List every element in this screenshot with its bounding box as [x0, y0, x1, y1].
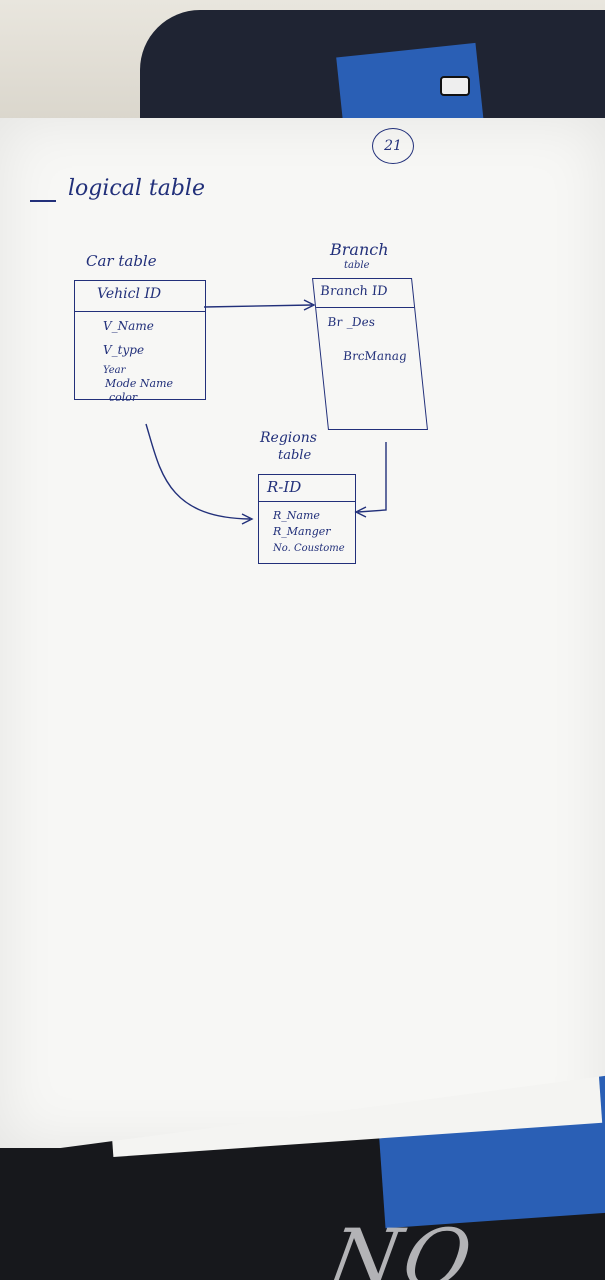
binder-clip-icon	[440, 76, 470, 96]
branch-to-regions-arrowhead	[354, 506, 367, 518]
car-field: V_Name	[103, 319, 154, 333]
page-number: 21	[372, 128, 414, 164]
car-table-key: Vehicl ID	[97, 286, 162, 302]
car-field: Mode Name	[105, 377, 174, 390]
car-to-branch-arrow	[203, 304, 313, 308]
car-field: V_type	[103, 343, 145, 357]
car-to-regions-arrowhead	[241, 513, 254, 525]
car-to-branch-arrowhead	[303, 299, 316, 311]
branch-to-regions-arrow	[357, 442, 387, 513]
car-to-regions-arrow	[145, 423, 251, 520]
car-field: Year	[103, 365, 126, 376]
regions-table-key: R-ID	[267, 478, 302, 496]
car-table-title: Car table	[86, 252, 157, 270]
branch-table-subtitle: table	[344, 260, 370, 271]
car-field: color	[109, 391, 138, 404]
regions-table-title: Regions	[260, 430, 317, 446]
car-table: Vehicl ID V_Name V_type Year Mode Name c…	[74, 280, 206, 404]
branch-table-title: Branch	[330, 240, 389, 259]
regions-table: R-ID R_Name R_Manger No. Coustome	[258, 474, 356, 564]
title-dash	[30, 200, 56, 202]
regions-field: R_Manger	[273, 525, 331, 538]
car-table-header: Vehicl ID	[75, 281, 205, 312]
regions-table-header: R-ID	[259, 475, 355, 502]
page-title: logical table	[68, 176, 205, 201]
regions-field: No. Coustome	[273, 543, 345, 554]
regions-table-subtitle: table	[278, 448, 312, 463]
regions-field: R_Name	[273, 509, 320, 522]
paper-sheet	[0, 118, 605, 1148]
